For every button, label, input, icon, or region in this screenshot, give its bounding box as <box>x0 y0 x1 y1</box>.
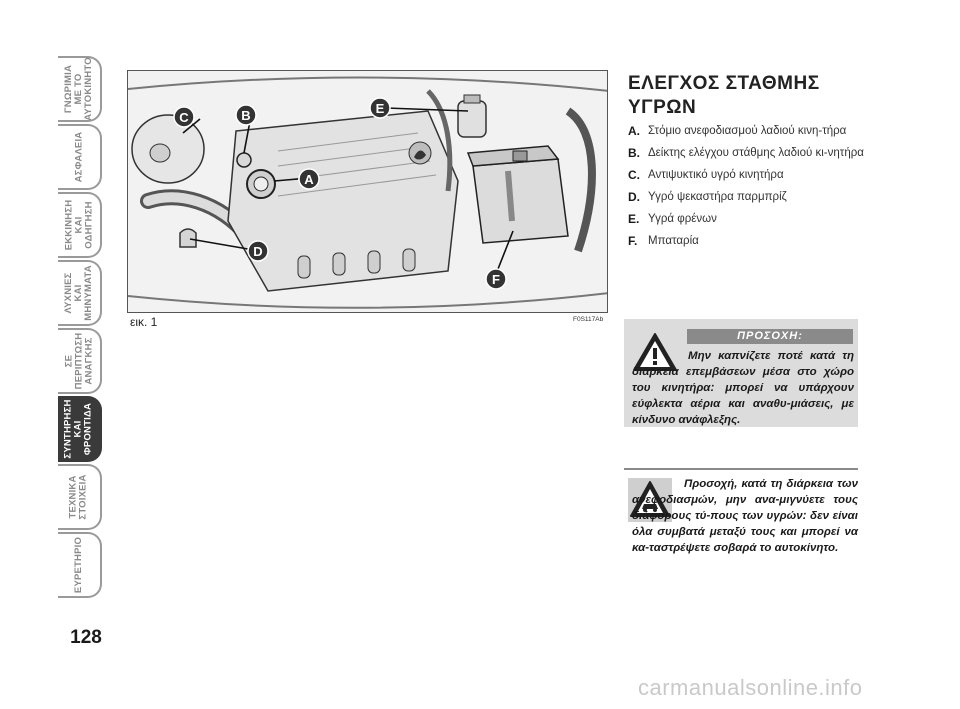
tab-getting-to-know[interactable]: ΓΝΩΡΙΜΙΑ ΜΕ ΤΟ ΑΥΤΟΚΙΝΗΤΟ <box>58 56 102 122</box>
tab-label: ΣΕ ΠΕΡΙΠΤΩΣΗ ΑΝΑΓΚΗΣ <box>63 332 94 390</box>
callout-a: A <box>298 168 320 190</box>
item-key: D. <box>628 190 640 204</box>
warning-heading: ΠΡΟΣΟΧΗ: <box>687 329 853 344</box>
engine-bay-illustration: C B E A D F <box>127 70 608 313</box>
svg-text:C: C <box>179 110 189 125</box>
svg-text:D: D <box>253 244 262 259</box>
list-item: C. Αντιψυκτικό υγρό κινητήρα <box>628 168 868 182</box>
tab-safety[interactable]: ΑΣΦΑΛΕΙΑ <box>58 124 102 190</box>
list-item: A. Στόμιο ανεφοδιασμού λαδιού κινη-τήρα <box>628 124 868 138</box>
item-key: B. <box>628 146 640 160</box>
tab-label: ΣΥΝΤΗΡΗΣΗ ΚΑΙ ΦΡΟΝΤΙΔΑ <box>63 399 94 459</box>
tab-starting-driving[interactable]: ΕΚΚΙΝΗΣΗ ΚΑΙ ΟΔΗΓΗΣΗ <box>58 192 102 258</box>
list-item: D. Υγρό ψεκαστήρα παρμπρίζ <box>628 190 868 204</box>
car-caution-icon <box>628 478 672 522</box>
item-key: F. <box>628 234 638 248</box>
item-text: Υγρά φρένων <box>648 213 717 225</box>
scorpion-logo-icon <box>408 141 432 165</box>
item-key: C. <box>628 168 640 182</box>
watermark: carmanualsonline.info <box>638 675 863 700</box>
list-item: E. Υγρά φρένων <box>628 212 868 226</box>
callout-b: B <box>235 104 257 126</box>
item-text: Στόμιο ανεφοδιασμού λαδιού κινη-τήρα <box>648 125 847 137</box>
item-text: Δείκτης ελέγχου στάθμης λαδιού κι-νητήρα <box>648 147 864 159</box>
item-key: A. <box>628 124 640 138</box>
tab-index[interactable]: ΕΥΡΕΤΗΡΙΟ <box>58 532 102 598</box>
tab-label: ΛΥΧΝΙΕΣ ΚΑΙ ΜΗΝΥΜΑΤΑ <box>63 265 95 321</box>
note-text: Προσοχή, κατά τη διάρκεια των ανεφοδιασμ… <box>632 478 858 554</box>
tab-label: ΑΣΦΑΛΕΙΑ <box>73 131 84 183</box>
tab-label: ΕΥΡΕΤΗΡΙΟ <box>73 536 84 594</box>
callout-e: E <box>369 97 391 119</box>
page-number: 128 <box>70 627 102 648</box>
callout-d: D <box>247 240 269 262</box>
component-list: A. Στόμιο ανεφοδιασμού λαδιού κινη-τήρα B… <box>628 124 868 256</box>
tab-emergency[interactable]: ΣΕ ΠΕΡΙΠΤΩΣΗ ΑΝΑΓΚΗΣ <box>58 328 102 394</box>
item-text: Μπαταρία <box>648 235 699 247</box>
svg-text:F: F <box>492 272 500 287</box>
engine-bay-drawing: C B E A D F <box>128 71 607 312</box>
list-item: B. Δείκτης ελέγχου στάθμης λαδιού κι-νητή… <box>628 146 868 160</box>
item-text: Αντιψυκτικό υγρό κινητήρα <box>648 169 784 181</box>
figure-caption: εικ. 1 <box>130 315 158 329</box>
svg-text:B: B <box>241 108 250 123</box>
tab-label: ΕΚΚΙΝΗΣΗ ΚΑΙ ΟΔΗΓΗΣΗ <box>63 199 94 251</box>
warning-triangle-icon <box>633 333 677 371</box>
tab-warning-lights[interactable]: ΛΥΧΝΙΕΣ ΚΑΙ ΜΗΝΥΜΑΤΑ <box>58 260 102 326</box>
tab-label: ΤΕΧΝΙΚΑ ΣΤΟΙΧΕΙΑ <box>68 474 90 520</box>
list-item: F. Μπαταρία <box>628 234 868 248</box>
item-key: E. <box>628 212 640 226</box>
tab-technical-data[interactable]: ΤΕΧΝΙΚΑ ΣΤΟΙΧΕΙΑ <box>58 464 102 530</box>
tab-maintenance[interactable]: ΣΥΝΤΗΡΗΣΗ ΚΑΙ ΦΡΟΝΤΙΔΑ <box>58 396 102 462</box>
figure-code: F0S117Ab <box>573 316 604 323</box>
item-text: Υγρό ψεκαστήρα παρμπρίζ <box>648 191 787 203</box>
svg-text:E: E <box>376 101 385 116</box>
section-title: ΕΛΕΓΧΟΣ ΣΤΑΘΜΗΣ ΥΓΡΩΝ <box>628 73 820 118</box>
tab-label: ΓΝΩΡΙΜΙΑ ΜΕ ΤΟ ΑΥΤΟΚΙΝΗΤΟ <box>63 57 95 121</box>
callout-c: C <box>173 106 195 128</box>
note-divider <box>624 468 858 470</box>
callout-f: F <box>485 268 507 290</box>
svg-text:A: A <box>304 172 314 187</box>
warning-text: Μην καπνίζετε ποτέ κατά τη διάρκεια επεμ… <box>632 350 854 426</box>
